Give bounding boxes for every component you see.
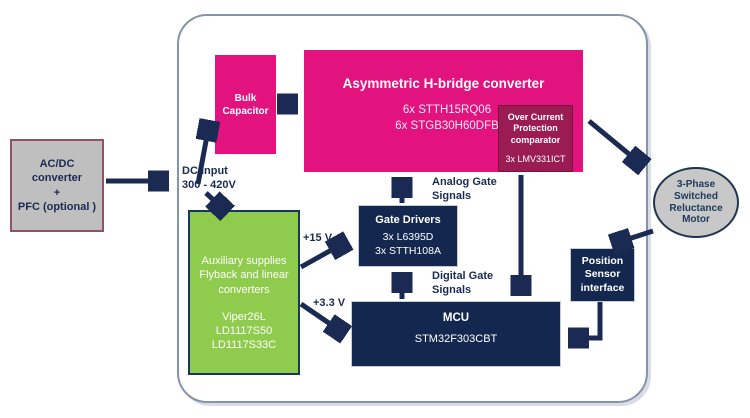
block-position-sensor-interface: Position Sensor interface	[570, 248, 635, 302]
aux-supplies-title: Auxiliary supplies Flyback and linear co…	[199, 255, 289, 296]
bulk-capacitor-label: Bulk Capacitor	[222, 92, 269, 117]
overcurrent-title: Over Current Protection comparator	[507, 112, 564, 145]
plus-3v3-label: +3.3 V	[313, 297, 346, 309]
mcu-part-number: STM32F303CBT	[414, 333, 498, 345]
plus-15v-label: +15 V	[303, 232, 333, 244]
mcu-title: MCU	[442, 312, 470, 324]
block-acdc-converter: AC/DC converter + PFC (optional )	[10, 139, 104, 232]
block-auxiliary-supplies: Auxiliary supplies Flyback and linear co…	[188, 210, 300, 375]
gate-drivers-title: Gate Drivers	[375, 214, 441, 226]
acdc-label: AC/DC converter + PFC (optional )	[17, 157, 97, 213]
motor-label: 3-Phase Switched Reluctance Motor	[669, 178, 723, 226]
block-motor: 3-Phase Switched Reluctance Motor	[653, 167, 739, 238]
gate-drivers-part-numbers: 3x L6395D 3x STTH108A	[375, 231, 441, 257]
hbridge-title: Asymmetric H-bridge converter	[342, 76, 545, 91]
block-bulk-capacitor: Bulk Capacitor	[215, 55, 276, 154]
dc-input-label: DC Input 300 - 420V	[182, 165, 236, 191]
block-gate-drivers: Gate Drivers 3x L6395D 3x STTH108A	[358, 205, 458, 267]
analog-gate-signals-label: Analog Gate Signals	[432, 176, 497, 202]
block-hbridge-converter: Asymmetric H-bridge converter 6x STTH15R…	[304, 50, 583, 172]
block-mcu: MCU STM32F303CBT	[351, 301, 561, 367]
hbridge-part-numbers: 6x STTH15RQ06 6x STGB30H60DFB	[395, 104, 499, 132]
aux-part-numbers: Viper26L LD1117S50 LD1117S33C	[211, 310, 277, 352]
block-overcurrent-protection: Over Current Protection comparator 3x LM…	[498, 105, 573, 172]
digital-gate-signals-label: Digital Gate Signals	[432, 270, 494, 296]
overcurrent-part-numbers: 3x LMV331ICT	[505, 154, 566, 164]
position-sensor-label: Position Sensor interface	[580, 255, 625, 294]
